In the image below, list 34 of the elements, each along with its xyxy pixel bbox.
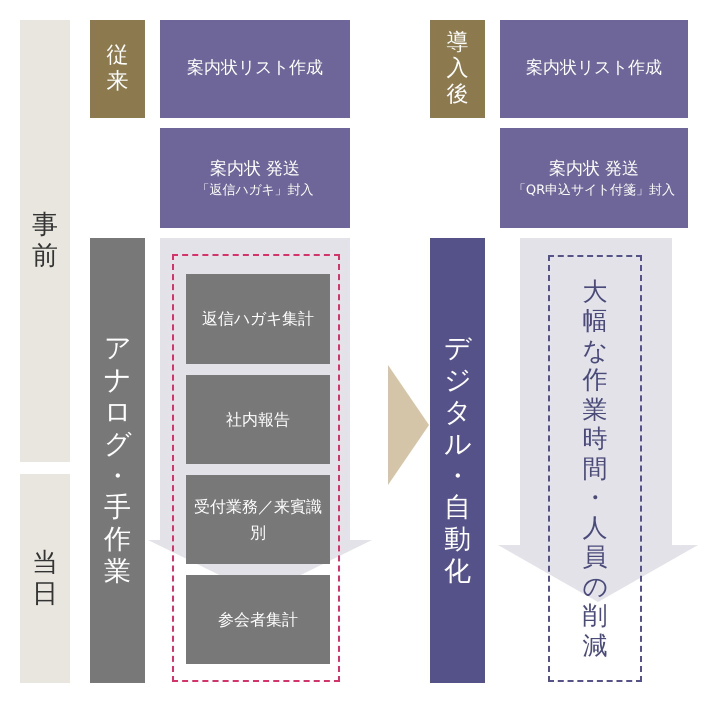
box-subtext: 「QR申込サイト付箋」封入 — [512, 183, 676, 200]
task-box — [186, 575, 330, 664]
box-text: 案内状 発送 — [548, 158, 640, 181]
method-band — [430, 238, 485, 683]
box-text: 大幅な作業時間・人員の削減 — [582, 276, 608, 660]
dashed-frame — [548, 255, 642, 682]
box-text: 事前 — [32, 210, 58, 272]
process-box — [160, 128, 350, 228]
box-text: 従来 — [106, 43, 128, 95]
category-tag — [430, 20, 485, 118]
process-box — [500, 128, 688, 228]
box-text: 参会者集計 — [217, 608, 299, 631]
dashed-frame — [172, 254, 340, 682]
box-subtext: 「返信ハガキ」封入 — [196, 183, 314, 200]
box-text: 返信ハガキ集計 — [201, 308, 315, 330]
process-box — [500, 20, 688, 118]
box-text: 案内状 発送 — [208, 158, 302, 181]
task-box — [186, 375, 330, 464]
chevron-arrow — [388, 365, 429, 485]
box-text: 案内状リスト作成 — [186, 57, 324, 80]
task-box — [186, 475, 330, 564]
box-text: 導入後 — [446, 30, 468, 108]
box-text: 案内状リスト作成 — [525, 57, 663, 80]
box-text: 社内報告 — [225, 408, 291, 431]
category-tag — [90, 20, 145, 118]
box-text: 受付業務／来賓識別 — [193, 496, 323, 544]
box-text: アナログ・手作業 — [104, 333, 131, 588]
process-box — [160, 20, 350, 118]
period-band — [20, 474, 70, 683]
box-text: デジタル・自動化 — [444, 333, 471, 588]
box-text: 当日 — [32, 548, 58, 610]
task-box — [186, 274, 330, 364]
method-band — [90, 238, 145, 683]
period-band — [20, 20, 70, 462]
